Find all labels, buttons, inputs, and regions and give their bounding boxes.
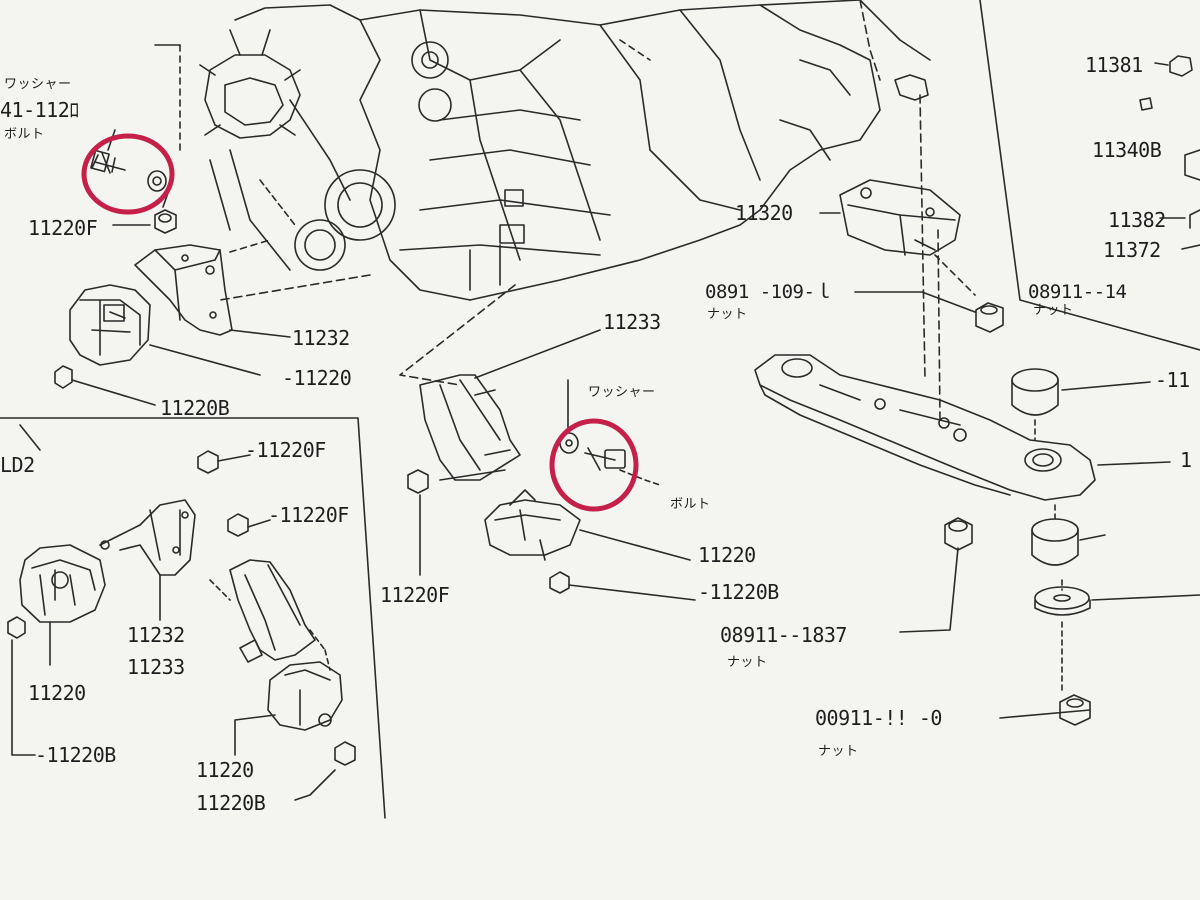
engine-fan: [199, 29, 396, 271]
label-11-r1: -11: [1155, 368, 1190, 392]
engine-outline: [234, 0, 931, 301]
label-11232: 11232: [292, 326, 350, 350]
label-11233: 11233: [603, 310, 661, 334]
dash-engine-center: [399, 284, 516, 386]
label-inset-11220F-2: -11220F: [268, 503, 349, 527]
label-08911-1837: 08911--1837: [720, 623, 847, 647]
label-inset-11220F-1: -11220F: [245, 438, 326, 462]
label-washer-top: ワッシャー: [4, 77, 72, 92]
label-bolt-mid: ボルト: [670, 497, 711, 512]
label-nut-b: ナット: [727, 655, 768, 670]
label-11340B: 11340B: [1092, 138, 1162, 162]
label-inset-11220B-a: -11220B: [35, 743, 116, 767]
label-bolt-top: ボルト: [4, 127, 45, 142]
label-11220F-a: 11220F: [28, 216, 98, 240]
label-11220B-a: 11220B: [160, 396, 230, 420]
dash-engine-left: [219, 274, 371, 301]
label-08911-14: 08911--14: [1028, 281, 1127, 303]
right-panel: [979, 0, 1200, 351]
crossmember-group: [754, 74, 1200, 726]
left-mount-group: [54, 44, 291, 406]
label-11372: 11372: [1103, 238, 1161, 262]
label-inset-tag: LD2: [0, 453, 35, 477]
label-11220B-b: -11220B: [698, 580, 779, 604]
label-inset-11220B-b: 11220B: [196, 791, 266, 815]
label-inset-11220-b: 11220: [196, 758, 254, 782]
label-41-112: 41-112ﾛ: [0, 98, 79, 122]
label-00911: 00911-!! -0: [815, 706, 942, 730]
label-nut-c: ナット: [818, 744, 859, 759]
label-inset-11232: 11232: [127, 623, 185, 647]
inset-panel: [0, 417, 386, 819]
label-11220-b: 11220: [698, 543, 756, 567]
label-11382: 11382: [1108, 208, 1166, 232]
label-0891-109: 0891 -109-ｌ: [705, 281, 833, 303]
center-mount-group: [407, 329, 696, 601]
highlight-circle-center: [549, 418, 639, 512]
highlight-circle-left: [81, 133, 175, 215]
label-nut-d: ナット: [1033, 303, 1074, 318]
label-inset-11220-a: 11220: [28, 681, 86, 705]
label-1-r2: 1: [1180, 448, 1192, 472]
label-11220-a: -11220: [282, 366, 352, 390]
label-inset-11233: 11233: [127, 655, 185, 679]
label-nut-a: ナット: [707, 307, 748, 322]
label-11381: 11381: [1085, 53, 1143, 77]
label-11320: 11320: [735, 201, 793, 225]
label-washer-mid: ワッシャー: [588, 385, 656, 400]
label-11220F-b: 11220F: [380, 583, 450, 607]
